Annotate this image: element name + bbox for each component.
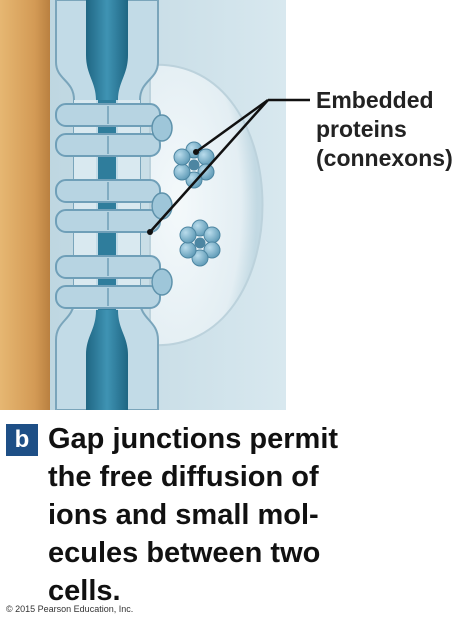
leader-dot-upper [193,149,199,155]
caption-line: Gap junctions permit [48,420,338,458]
caption-line: ecules between two [48,534,338,572]
leader-dot-lower [147,229,153,235]
caption-line: the free diffusion of [48,458,338,496]
caption: Gap junctions permit the free diffusion … [48,420,338,610]
copyright-notice: © 2015 Pearson Education, Inc. [6,604,133,614]
panel-badge: b [6,424,38,456]
gap-junction-illustration [0,0,474,410]
cytoplasm [0,0,50,410]
callout-line: Embedded [316,86,453,115]
callout-label: Embedded proteins (connexons) [316,86,453,173]
caption-line: ions and small mol- [48,496,338,534]
callout-line: proteins [316,115,453,144]
callout-line: (connexons) [316,144,453,173]
